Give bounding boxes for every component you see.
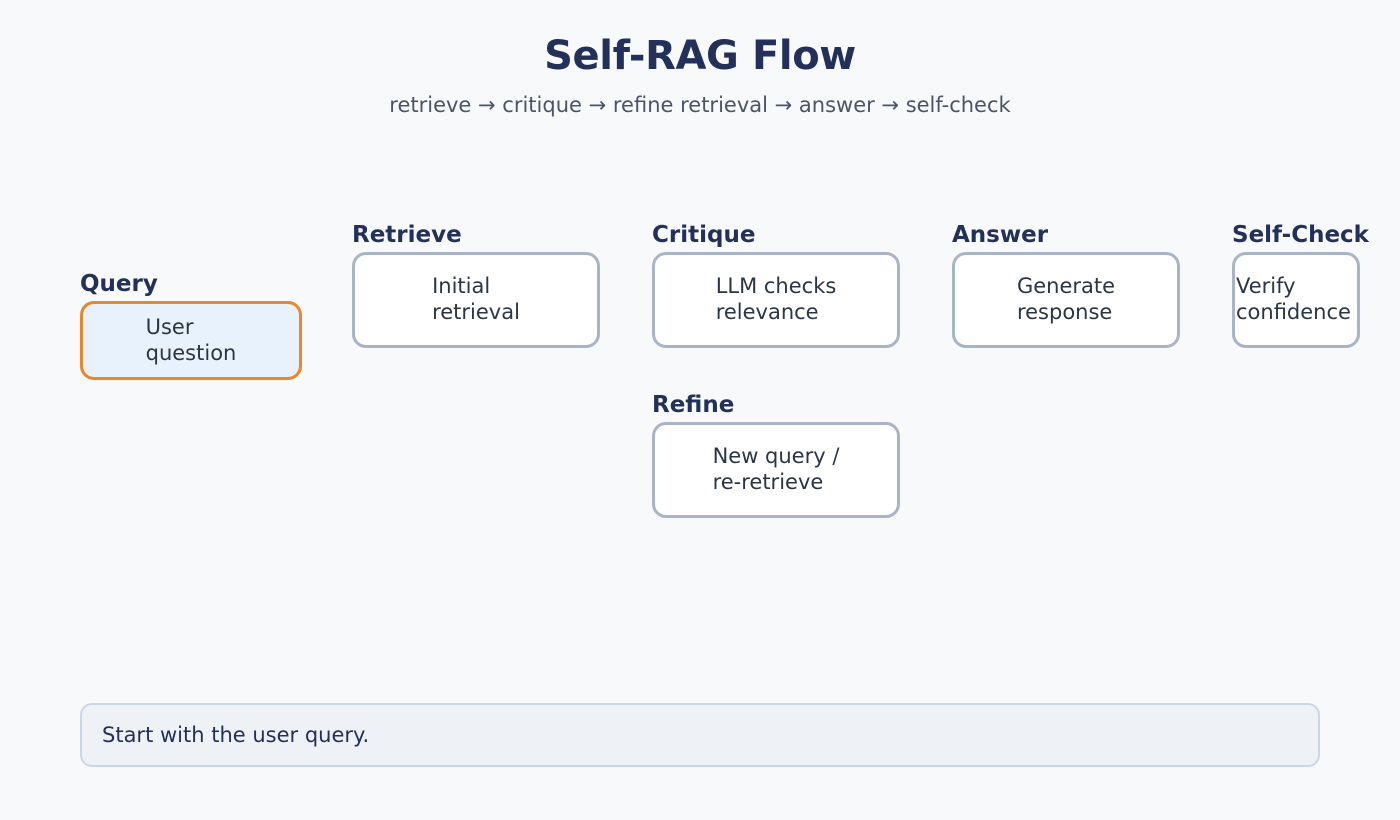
flow-node-refine-text: New query / re-retrieve	[712, 444, 840, 494]
flow-node-refine[interactable]: Refine New query / re-retrieve	[652, 394, 900, 518]
flow-node-self-check[interactable]: Self-Check Verify confidence	[1232, 224, 1369, 348]
flow-node-query-text: User question	[145, 314, 237, 365]
page-title: Self-RAG Flow	[544, 33, 856, 79]
flow-node-self-check-text: Verify confidence	[1236, 274, 1351, 324]
flow-node-query-label: Query	[80, 271, 158, 297]
flow-node-refine-box[interactable]: New query / re-retrieve	[652, 422, 900, 518]
flow-node-critique[interactable]: Critique LLM checks relevance	[652, 224, 900, 348]
flow-node-critique-text: LLM checks relevance	[715, 274, 837, 324]
flow-node-answer[interactable]: Answer Generate response	[952, 224, 1180, 348]
flow-node-critique-label: Critique	[652, 222, 756, 248]
flow-diagram-canvas: Query User question Retrieve Initial ret…	[80, 224, 1369, 518]
flow-node-query-box[interactable]: User question	[80, 301, 302, 380]
flow-node-self-check-box[interactable]: Verify confidence	[1232, 252, 1360, 348]
flow-node-critique-box[interactable]: LLM checks relevance	[652, 252, 900, 348]
page-header: Self-RAG Flow retrieve → critique → refi…	[0, 0, 1400, 116]
flow-node-refine-label: Refine	[652, 392, 735, 418]
page-subtitle: retrieve → critique → refine retrieval →…	[389, 93, 1011, 117]
flow-node-query[interactable]: Query User question	[80, 273, 302, 380]
status-message: Start with the user query.	[102, 722, 370, 747]
flow-node-answer-text: Generate response	[1016, 274, 1116, 324]
flow-node-answer-box[interactable]: Generate response	[952, 252, 1180, 348]
status-bar: Start with the user query.	[80, 703, 1320, 767]
flow-node-self-check-label: Self-Check	[1232, 222, 1369, 248]
flow-node-retrieve-box[interactable]: Initial retrieval	[352, 252, 600, 348]
flow-node-retrieve-text: Initial retrieval	[432, 274, 520, 324]
flow-node-answer-label: Answer	[952, 222, 1049, 248]
flow-node-retrieve-label: Retrieve	[352, 222, 462, 248]
flow-node-retrieve[interactable]: Retrieve Initial retrieval	[352, 224, 600, 348]
